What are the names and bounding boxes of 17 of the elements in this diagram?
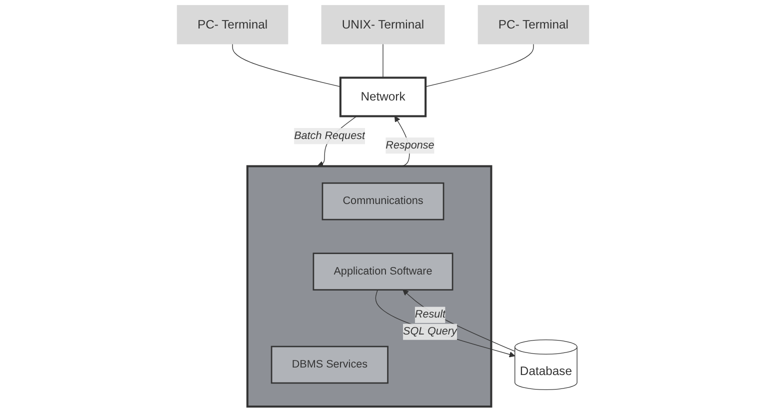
edge-label: Result [414, 308, 446, 320]
node-box: PC- Terminal [478, 5, 590, 44]
edge-label: Response [386, 139, 434, 151]
connector [425, 44, 534, 88]
cluster [246, 165, 492, 408]
connector [232, 44, 341, 88]
node-box: DBMS Services [270, 346, 388, 384]
edge-label: SQL Query [403, 326, 457, 338]
node-box: PC- Terminal [176, 5, 288, 44]
arrow [402, 290, 516, 352]
arrow [375, 290, 516, 358]
connector [382, 44, 384, 78]
node-box: UNIX- Terminal [321, 5, 445, 44]
node-box: Application Software [312, 252, 454, 291]
node-box: Communications [322, 182, 444, 220]
edge-label: Batch Request [294, 130, 365, 142]
node-box: Network [339, 76, 427, 118]
